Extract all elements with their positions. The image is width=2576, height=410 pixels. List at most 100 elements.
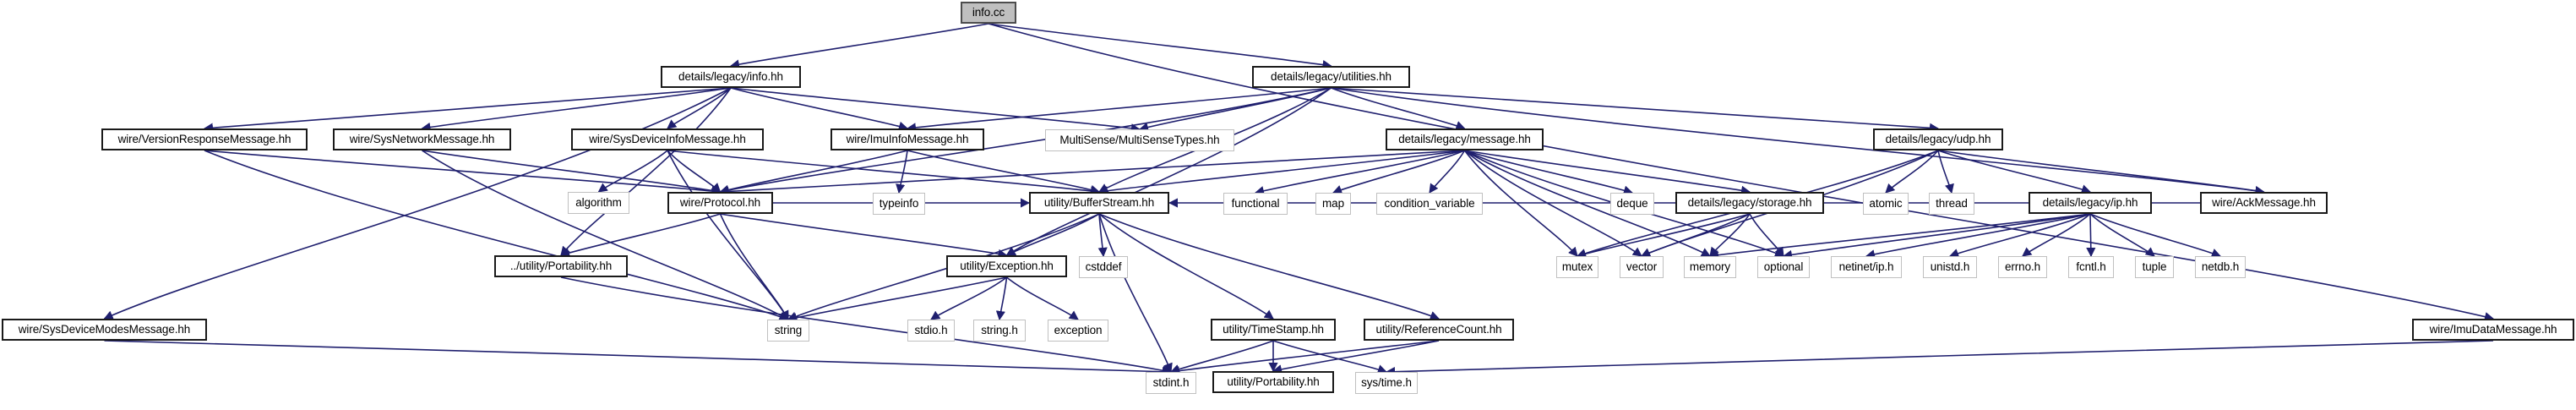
graph-node-label: mutex	[1561, 260, 1593, 274]
graph-edge	[103, 87, 732, 320]
graph-edge	[1005, 276, 1079, 320]
graph-edge	[1464, 150, 1751, 195]
graph-node-wire-sysdeviceinfomessage-hh[interactable]: wire/SysDeviceInfoMessage.hh	[571, 128, 764, 150]
graph-edge	[1464, 150, 1711, 257]
graph-node-label: wire/SysDeviceInfoMessage.hh	[589, 133, 746, 146]
graph-node-details-legacy-utilities-hh[interactable]: details/legacy/utilities.hh	[1252, 66, 1410, 88]
graph-edge	[719, 87, 1332, 195]
graph-edge	[2022, 213, 2091, 257]
graph-edge	[2089, 213, 2222, 258]
graph-edge	[1331, 87, 1940, 133]
graph-node-utility-timestamp-hh[interactable]: utility/TimeStamp.hh	[1211, 319, 1336, 341]
graph-edge	[1937, 150, 2092, 194]
graph-node-label: wire/AckMessage.hh	[2212, 196, 2316, 210]
graph-node-cstddef[interactable]: cstddef	[1079, 256, 1128, 278]
graph-edge	[1429, 150, 1466, 194]
graph-edge	[1576, 213, 1751, 259]
graph-node-label: stdio.h	[914, 324, 948, 337]
graph-node-netinet-ip-h[interactable]: netinet/ip.h	[1831, 256, 1902, 278]
graph-node-info-cc[interactable]: info.cc	[961, 2, 1016, 24]
graph-node-label: info.cc	[972, 6, 1005, 19]
graph-node-wire-ackmessage-hh[interactable]: wire/AckMessage.hh	[2200, 192, 2328, 214]
graph-node-fcntl-h[interactable]: fcntl.h	[2068, 256, 2114, 278]
graph-node-vector[interactable]: vector	[1620, 256, 1664, 278]
graph-node-utility-exception-hh[interactable]: utility/Exception.hh	[946, 255, 1067, 277]
graph-node-string[interactable]: string	[767, 320, 809, 342]
graph-edge	[667, 150, 1101, 196]
graph-node-utility-referencecount-hh[interactable]: utility/ReferenceCount.hh	[1364, 319, 1514, 341]
graph-node-wire-sysdevicemodesmessage-hh[interactable]: wire/SysDeviceModesMessage.hh	[2, 319, 207, 341]
graph-node-thread[interactable]: thread	[1929, 193, 1974, 215]
graph-node-functional[interactable]: functional	[1223, 193, 1288, 215]
graph-node-exception[interactable]: exception	[1048, 320, 1108, 342]
graph-node-wire-versionresponsemessage-hh[interactable]: wire/VersionResponseMessage.hh	[101, 128, 308, 150]
graph-node-deque[interactable]: deque	[1610, 193, 1654, 215]
graph-node-details-legacy-ip-hh[interactable]: details/legacy/ip.hh	[2029, 192, 2152, 214]
graph-edge	[1885, 150, 1939, 194]
graph-node-wire-imuinfomessage-hh[interactable]: wire/ImuInfoMessage.hh	[831, 128, 984, 150]
graph-node-multisense-multisensetypes-hh[interactable]: MultiSense/MultiSenseTypes.hh	[1045, 129, 1234, 151]
graph-node-label: deque	[1616, 197, 1648, 210]
graph-node-condition-variable[interactable]: condition_variable	[1376, 193, 1483, 215]
graph-node-details-legacy-message-hh[interactable]: details/legacy/message.hh	[1386, 128, 1544, 150]
graph-edge	[559, 213, 721, 258]
graph-node-details-legacy-info-hh[interactable]: details/legacy/info.hh	[661, 66, 801, 88]
graph-edge	[1005, 213, 1100, 256]
graph-edge	[667, 150, 789, 320]
graph-node-label: fcntl.h	[2076, 260, 2106, 274]
graph-node-label: MultiSense/MultiSenseTypes.hh	[1059, 134, 1220, 147]
graph-node-label: utility/Exception.hh	[960, 260, 1054, 273]
graph-node-stdio-h[interactable]: stdio.h	[907, 320, 955, 342]
graph-node-memory[interactable]: memory	[1684, 256, 1736, 278]
graph-edge	[1749, 213, 1784, 257]
graph-node-label: wire/ImuDataMessage.hh	[2429, 323, 2557, 336]
graph-node-label: exception	[1054, 324, 1103, 337]
graph-edge	[667, 87, 732, 129]
graph-node-wire-sysnetworkmessage-hh[interactable]: wire/SysNetworkMessage.hh	[333, 128, 511, 150]
graph-edge	[995, 276, 1008, 321]
graph-node-atomic[interactable]: atomic	[1863, 193, 1909, 215]
graph-node-label: stdint.h	[1152, 376, 1190, 390]
graph-edge	[729, 23, 989, 69]
graph-node-utility-portability-hh[interactable]: ../utility/Portability.hh	[494, 255, 628, 277]
graph-node-algorithm[interactable]: algorithm	[568, 192, 629, 214]
graph-node-stdint-h[interactable]: stdint.h	[1146, 372, 1196, 394]
graph-node-string-h[interactable]: string.h	[973, 320, 1026, 342]
graph-edge	[719, 213, 789, 320]
graph-edge	[204, 150, 722, 196]
graph-node-tuple[interactable]: tuple	[2135, 256, 2174, 278]
graph-node-mutex[interactable]: mutex	[1556, 256, 1598, 278]
graph-node-unistd-h[interactable]: unistd.h	[1923, 256, 1977, 278]
graph-edge	[1332, 150, 1465, 194]
graph-node-label: errno.h	[2004, 260, 2041, 274]
graph-node-wire-protocol-hh[interactable]: wire/Protocol.hh	[667, 192, 773, 214]
graph-node-label: wire/SysNetworkMessage.hh	[349, 133, 495, 146]
graph-node-errno-h[interactable]: errno.h	[1998, 256, 2047, 278]
graph-node-utility-bufferstream-hh[interactable]: utility/BufferStream.hh	[1029, 192, 1169, 214]
graph-node-wire-imudatamessage-hh[interactable]: wire/ImuDataMessage.hh	[2412, 319, 2574, 341]
graph-node-sys-time-h[interactable]: sys/time.h	[1355, 372, 1418, 394]
graph-node-details-legacy-storage-hh[interactable]: details/legacy/storage.hh	[1675, 192, 1824, 214]
graph-edge	[988, 23, 1332, 70]
graph-edge	[203, 87, 732, 133]
graph-edge	[597, 150, 668, 193]
graph-edge	[1098, 213, 1440, 320]
graph-edge	[421, 87, 732, 132]
graph-node-label: optional	[1763, 260, 1804, 274]
graph-node-label: wire/Protocol.hh	[679, 196, 761, 210]
graph-node-typeinfo[interactable]: typeinfo	[873, 193, 925, 215]
graph-node-netdb-h[interactable]: netdb.h	[2195, 256, 2246, 278]
graph-node-label: string	[774, 324, 803, 337]
graph-node-details-legacy-udp-hh[interactable]: details/legacy/udp.hh	[1873, 128, 2003, 150]
graph-edge	[906, 87, 1332, 133]
graph-edge	[1385, 340, 2494, 377]
graph-node-label: string.h	[981, 324, 1018, 337]
graph-edge	[1709, 213, 1751, 257]
graph-node-optional[interactable]: optional	[1757, 256, 1810, 278]
graph-node-utility-portability-hh[interactable]: utility/Portability.hh	[1212, 371, 1334, 393]
graph-node-label: details/legacy/utilities.hh	[1271, 70, 1391, 84]
graph-edge	[1138, 87, 1332, 132]
graph-edge	[1272, 340, 1440, 374]
graph-node-label: thread	[1936, 197, 1968, 210]
graph-node-map[interactable]: map	[1315, 193, 1351, 215]
